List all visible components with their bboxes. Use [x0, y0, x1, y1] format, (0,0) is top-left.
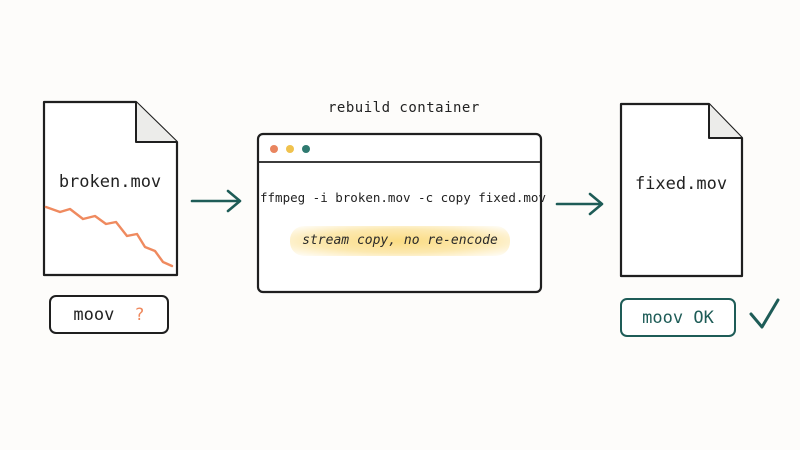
arrow-right-icon: [190, 189, 242, 213]
checkmark-icon: [749, 298, 780, 329]
question-mark-icon: ?: [134, 304, 145, 325]
input-file-name: broken.mov: [58, 172, 162, 192]
fixed-file-document-icon: [619, 102, 744, 278]
step-caption: rebuild container: [328, 100, 480, 116]
jagged-line-icon: [44, 205, 174, 268]
broken-file-document-icon: [42, 100, 179, 277]
yellow-dot-icon: [286, 145, 294, 153]
moov-ok-label: moov OK: [642, 307, 714, 328]
stream-copy-note: stream copy, no re-encode: [290, 226, 510, 256]
red-dot-icon: [270, 145, 278, 153]
moov-badge-label: moov: [73, 304, 115, 325]
moov-missing-badge: moov ?: [49, 295, 169, 334]
moov-ok-badge: moov OK: [620, 298, 736, 337]
arrow-right-icon: [555, 192, 604, 216]
terminal-window: [256, 132, 543, 294]
output-file-name: fixed.mov: [634, 174, 728, 194]
green-dot-icon: [302, 145, 310, 153]
ffmpeg-command: ffmpeg -i broken.mov -c copy fixed.mov: [260, 190, 546, 205]
